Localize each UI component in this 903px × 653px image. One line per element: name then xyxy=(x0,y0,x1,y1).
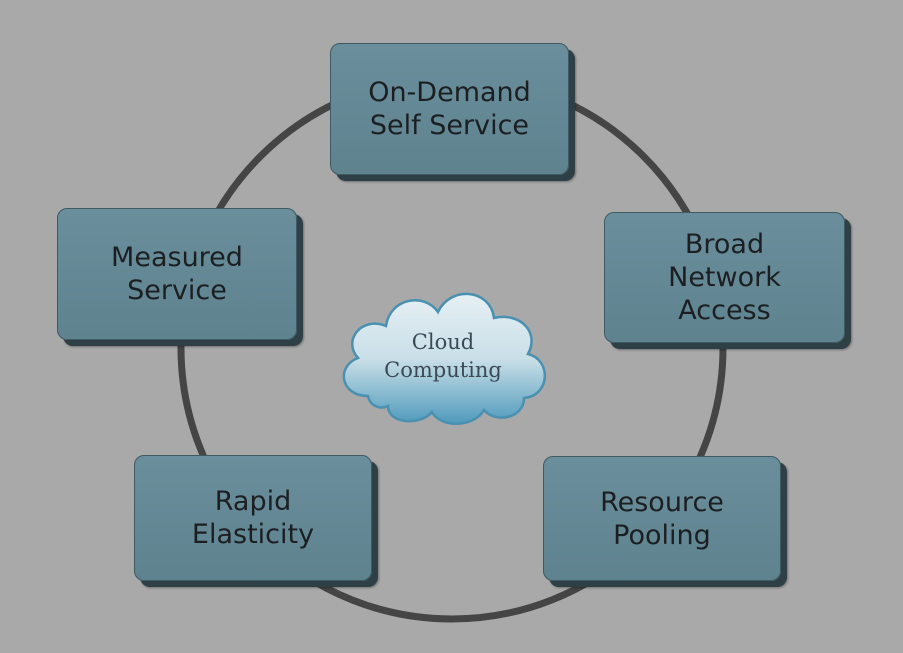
node-label: Broad Network Access xyxy=(668,229,781,326)
node-label: Rapid Elasticity xyxy=(191,486,315,550)
cloud-label-line1: Cloud xyxy=(411,330,475,354)
node-broad-network-access: Broad Network Access xyxy=(604,212,845,343)
node-label: Measured Service xyxy=(111,242,243,306)
node-label: On-Demand Self Service xyxy=(368,77,531,141)
cloud-computing-center: Cloud Computing xyxy=(328,268,558,433)
cloud-label-line2: Computing xyxy=(384,358,502,382)
node-on-demand-self-service: On-Demand Self Service xyxy=(330,43,569,175)
cloud-icon xyxy=(342,292,546,425)
node-rapid-elasticity: Rapid Elasticity xyxy=(134,455,372,581)
node-resource-pooling: Resource Pooling xyxy=(543,456,781,581)
node-measured-service: Measured Service xyxy=(57,208,297,340)
node-label: Resource Pooling xyxy=(600,486,724,551)
